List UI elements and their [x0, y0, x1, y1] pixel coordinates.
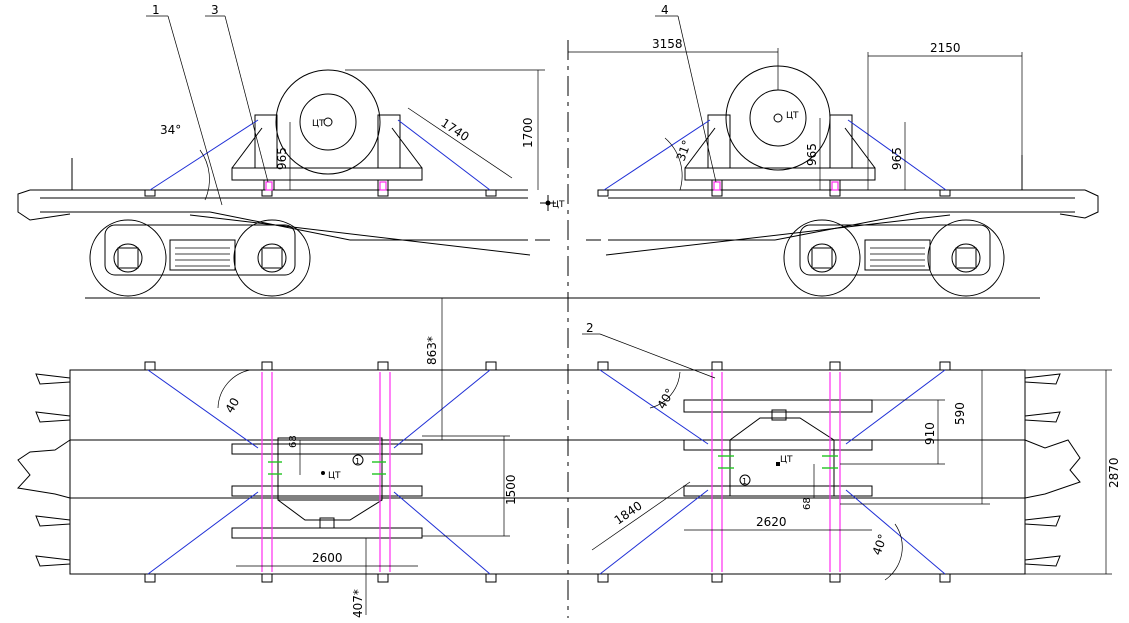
dim-2620-label: 2620: [756, 515, 787, 529]
dim-68-right-label: 68: [802, 497, 813, 510]
cg-load-left-label: ЦТ: [312, 119, 325, 129]
bogie-right: [783, 219, 1005, 297]
plan-deck-outline: [69, 369, 1026, 575]
dim-2620: 2620: [684, 515, 872, 531]
dim-965-right-b-label: 965: [890, 147, 904, 170]
cargo-right-plan: 1 ЦТ: [683, 372, 873, 572]
cargo-left-side: ЦТ: [231, 69, 423, 191]
tie-wire: [149, 119, 259, 191]
dim-910: 910: [840, 399, 945, 465]
cargo-left-plan: 1 ЦТ: [231, 372, 423, 572]
callout-3-label: 3: [211, 3, 219, 17]
dim-965-right-a: 965: [805, 118, 821, 190]
dim-910-label: 910: [923, 422, 937, 445]
dim-965-right-a-label: 965: [805, 143, 819, 166]
tie-wire: [393, 491, 491, 575]
dim-1700-label: 1700: [521, 117, 535, 148]
dim-2870: 2870: [1025, 369, 1121, 575]
plan-view: 1 ЦТ 1 ЦТ: [17, 298, 1121, 618]
dim-2600-label: 2600: [312, 551, 343, 565]
angle-40-left-label: 40: [222, 395, 242, 415]
angle-40-right-top: 40°: [649, 371, 681, 412]
angle-40-right-bottom-label: 40°: [870, 532, 890, 557]
callout-3: 3: [205, 3, 269, 183]
dim-1500-label: 1500: [504, 474, 518, 505]
dim-68-left: 68: [288, 435, 301, 475]
dim-1700: 1700: [345, 69, 545, 190]
dim-2600: 2600: [236, 551, 418, 567]
callout-2: 2: [582, 321, 716, 379]
wagon-deck: [17, 155, 1099, 299]
dim-965-left-label: 965: [275, 147, 289, 170]
tie-wire: [847, 119, 947, 191]
marker-1-right: 1: [742, 477, 747, 486]
tie-wire: [147, 491, 259, 575]
angle-34: 34°: [160, 123, 210, 201]
dim-3158-label: 3158: [652, 37, 683, 51]
dim-68-right: 68: [802, 464, 815, 510]
dim-68-left-label: 68: [288, 435, 299, 448]
callout-1-label: 1: [152, 3, 160, 17]
tie-wire: [599, 489, 709, 575]
callout-1: 1: [146, 3, 223, 206]
tie-wire: [147, 369, 259, 449]
angle-40-right-bottom: 40°: [870, 523, 903, 581]
callout-4-label: 4: [661, 3, 669, 17]
bogie-left: [89, 219, 311, 297]
marker-1-left: 1: [355, 457, 360, 466]
angle-40-left: 40: [217, 369, 251, 416]
callout-2-label: 2: [586, 321, 594, 335]
dim-407-label: 407*: [351, 589, 365, 618]
angle-34-label: 34°: [160, 123, 181, 137]
angle-31-label: 31°: [674, 138, 694, 163]
dim-965-right-b: 965: [890, 122, 906, 190]
dim-590: 590: [840, 370, 990, 505]
dim-2150-label: 2150: [930, 41, 961, 55]
cg-plan-left-label: ЦТ: [328, 471, 341, 481]
tie-wire: [603, 119, 711, 191]
dim-590-label: 590: [953, 402, 967, 425]
callout-4: 4: [655, 3, 717, 183]
dim-2150: 2150: [867, 41, 1023, 190]
angle-40-right-top-label: 40°: [654, 386, 677, 411]
dim-863-label: 863*: [425, 336, 439, 365]
wagon-cg-marker: ЦТ: [540, 195, 565, 211]
cg-plan-right-label: ЦТ: [780, 455, 793, 465]
tie-wire: [845, 489, 946, 575]
dim-2870-label: 2870: [1107, 457, 1121, 488]
tie-wire: [397, 119, 491, 191]
dim-1500: 1500: [422, 435, 518, 537]
tie-wire: [845, 369, 946, 445]
cg-load-right-label: ЦТ: [786, 111, 799, 121]
angle-31: 31°: [664, 137, 694, 191]
cg-wagon-label: ЦТ: [552, 200, 565, 210]
dim-407: 407*: [351, 538, 367, 618]
dim-1840-label: 1840: [612, 498, 645, 527]
dim-863: 863*: [425, 298, 443, 440]
dim-3158: 3158: [568, 37, 779, 90]
side-view: ЦТ ЦТ ЦТ: [17, 3, 1099, 618]
dim-965-left: 965: [275, 122, 291, 190]
